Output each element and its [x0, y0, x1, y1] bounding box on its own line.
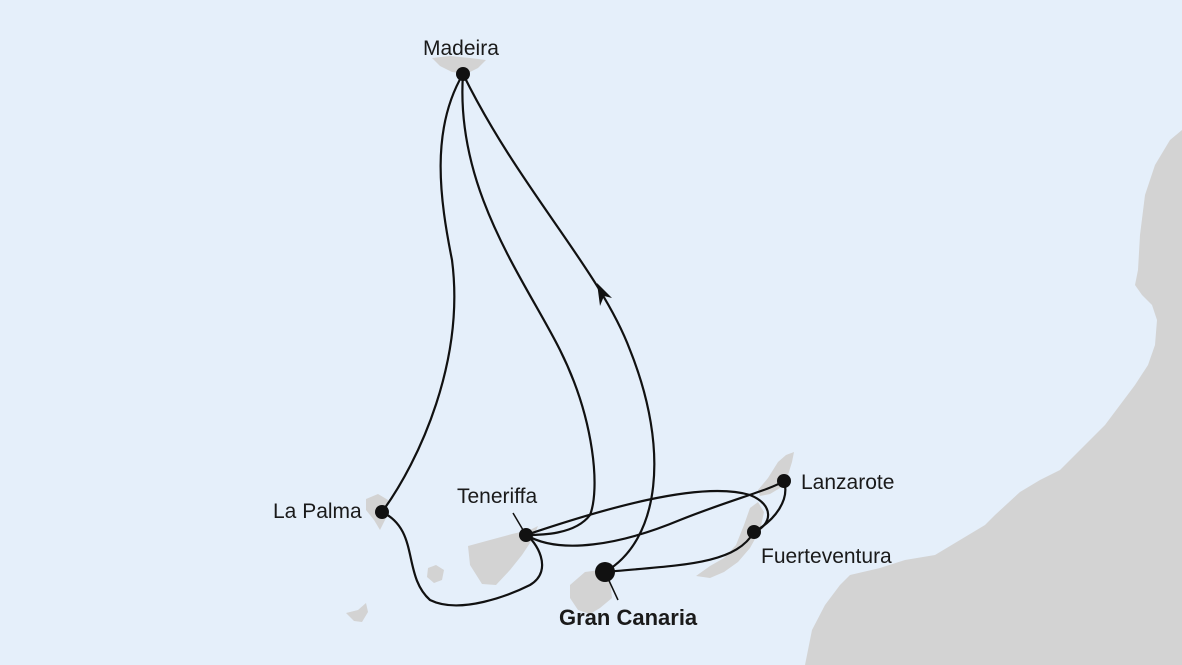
lanzarote-marker[interactable] [777, 474, 791, 488]
fuerteventura-island [696, 502, 764, 578]
teneriffa-marker[interactable] [519, 528, 533, 542]
port-label-lanzarote: Lanzarote [801, 471, 895, 494]
gran-canaria-marker[interactable] [595, 562, 615, 582]
port-label-teneriffa: Teneriffa [457, 485, 538, 508]
route-lines [381, 73, 787, 607]
port-label-la-palma: La Palma [273, 500, 362, 523]
arrow-icon [597, 283, 612, 306]
el-hierro-island [346, 603, 368, 622]
madeira-marker[interactable] [456, 67, 470, 81]
lanzarote-island [758, 452, 794, 496]
fuerteventura-marker[interactable] [747, 525, 761, 539]
port-label-madeira: Madeira [423, 37, 499, 60]
port-label-fuerteventura: Fuerteventura [761, 545, 892, 568]
la-palma-marker[interactable] [375, 505, 389, 519]
africa-coastline [805, 130, 1182, 665]
la-gomera-island [427, 565, 444, 583]
tenerife-island [468, 526, 538, 585]
port-label-gran-canaria: Gran Canaria [559, 605, 698, 630]
madeira-island [432, 56, 486, 74]
